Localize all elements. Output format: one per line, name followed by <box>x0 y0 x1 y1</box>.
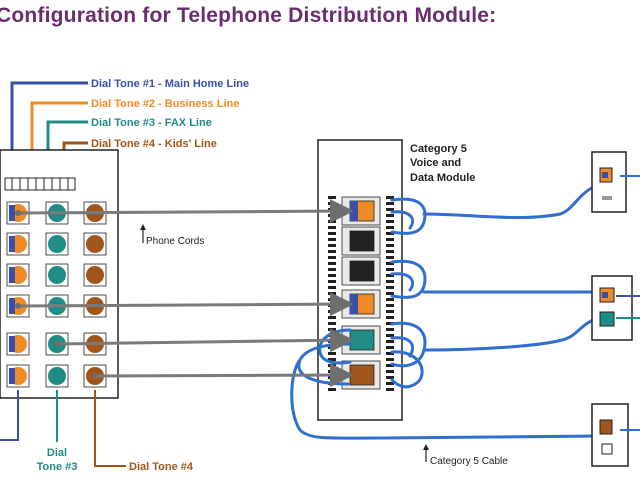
jack-port <box>6 364 30 388</box>
module-jack <box>341 256 381 286</box>
dial-tone-4-bottom-label: Dial Tone #4 <box>129 461 194 473</box>
dial-tone-4-out-wire <box>94 390 126 467</box>
module-label-line3: Data Module <box>410 172 475 184</box>
cable-loop-2 <box>390 259 427 299</box>
jack-port <box>6 263 30 287</box>
cable-to-jack-1 <box>422 182 602 220</box>
phone-cord-plugs <box>15 210 98 379</box>
page-title: Configuration for Telephone Distribution… <box>0 4 497 27</box>
category-5-cable-label: Category 5 Cable <box>430 456 508 467</box>
dial-tone-2-label: Dial Tone #2 - Business Line <box>91 98 239 110</box>
distribution-block <box>0 149 119 399</box>
phone-cord-3 <box>56 328 354 353</box>
jack-port <box>83 232 107 256</box>
cable-loop-1b <box>390 210 415 230</box>
dial-tone-3-bottom-label-line2: Tone #3 <box>37 461 78 473</box>
output-wires <box>0 390 126 467</box>
phone-cord-1 <box>17 199 354 224</box>
wall-plate-2 <box>591 275 640 341</box>
cable-loop-4 <box>390 350 424 389</box>
module-label-line2: Voice and <box>410 157 461 169</box>
dial-tone-1-wire <box>10 81 88 180</box>
dial-tone-3-bottom-label-line1: Dial <box>47 447 67 459</box>
jack-port <box>45 263 69 287</box>
jack-port <box>6 332 30 356</box>
jack-port <box>45 232 69 256</box>
dial-tone-1-out-wire <box>0 390 19 441</box>
terminal-strip <box>4 177 76 191</box>
cable-loop-2b <box>390 272 415 292</box>
phone-cords-label: Phone Cords <box>146 236 204 247</box>
cable-to-jack-2b <box>422 316 600 352</box>
category-5-cables <box>290 182 602 440</box>
cable-to-jack-3 <box>290 358 600 440</box>
jack-port <box>45 364 69 388</box>
jack-port <box>83 263 107 287</box>
wall-plate-1 <box>591 151 640 213</box>
cable-loop-1 <box>390 197 427 235</box>
voice-data-module <box>317 139 403 421</box>
dial-tone-4-label: Dial Tone #4 - Kids' Line <box>91 138 217 150</box>
jack-port <box>6 232 30 256</box>
module-label-line1: Category 5 <box>410 143 467 155</box>
module-jack <box>341 226 381 256</box>
dial-tone-3-label: Dial Tone #3 - FAX Line <box>91 117 212 129</box>
phone-cord-4 <box>94 363 354 388</box>
phone-cord-2 <box>17 292 354 317</box>
phone-cords <box>17 199 354 388</box>
wall-plate-3 <box>591 403 640 467</box>
dial-tone-1-label: Dial Tone #1 - Main Home Line <box>91 78 249 90</box>
